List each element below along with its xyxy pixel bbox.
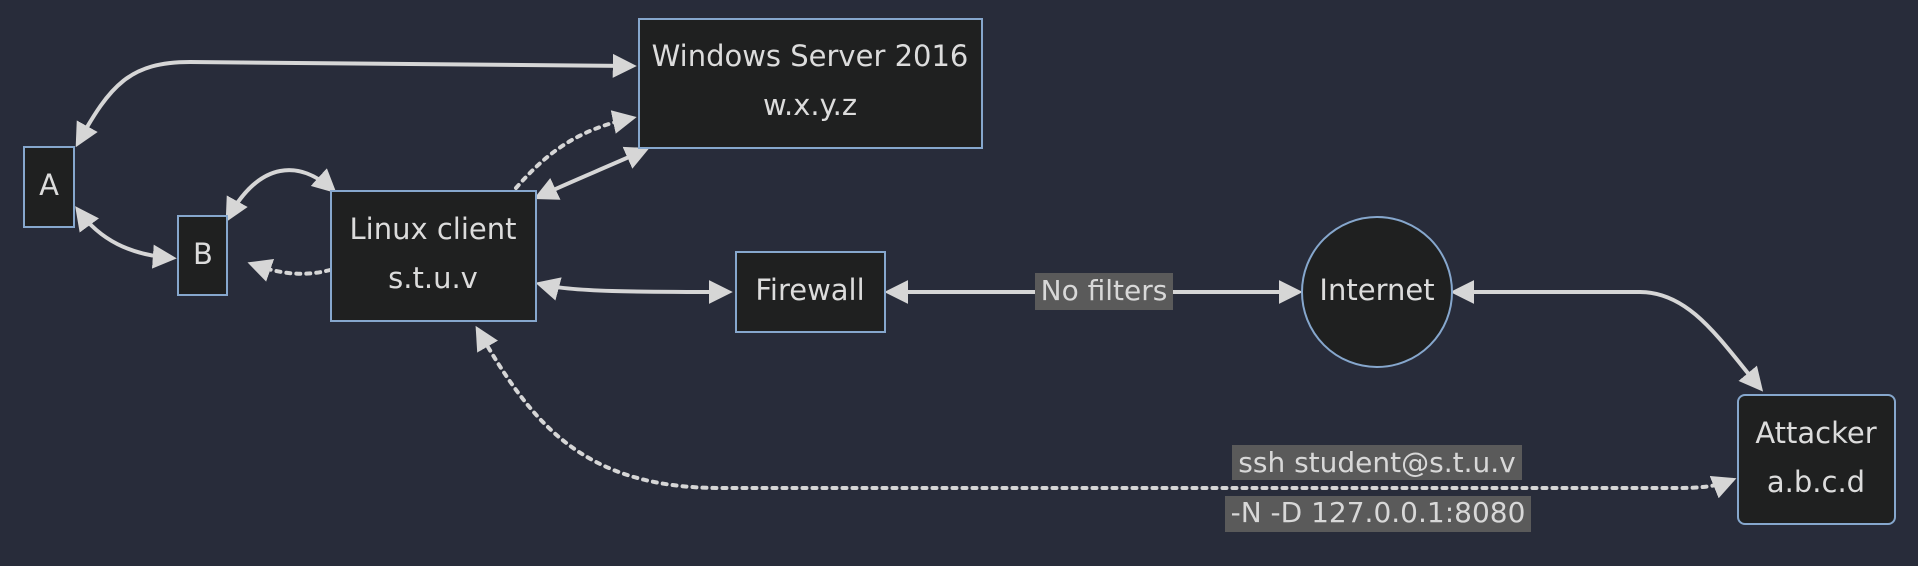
node-b-label: B [193,237,213,271]
node-internet: Internet [1301,216,1453,368]
linux-client-ip: s.t.u.v [388,261,478,295]
edge-linux-client-firewall [535,277,733,304]
windows-server-name: Windows Server 2016 [652,39,969,73]
edge-a-windows-server [75,53,637,148]
edge-label-ssh-tunnel: ssh student@s.t.u.v -N -D 127.0.0.1:8080 [1225,445,1531,532]
linux-client-name: Linux client [349,212,516,246]
internet-label: Internet [1319,273,1434,307]
edge-internet-attacker [1450,280,1764,392]
edge-linux-client-b-dotted [247,258,332,282]
edge-b-linux-client [225,168,337,223]
edge-linux-client-windows-server-dotted [514,110,637,190]
node-windows-server: Windows Server 2016 w.x.y.z [638,18,983,149]
attacker-name: Attacker [1755,416,1876,450]
ssh-options-label: -N -D 127.0.0.1:8080 [1231,496,1526,529]
no-filters-label: No filters [1041,274,1168,307]
attacker-ip: a.b.c.d [1767,465,1865,499]
node-a: A [23,146,75,228]
ssh-command-label: ssh student@s.t.u.v [1238,446,1515,479]
edge-ssh-tunnel [475,325,1737,499]
node-a-label: A [39,168,59,202]
windows-server-ip: w.x.y.z [763,88,857,122]
node-linux-client: Linux client s.t.u.v [330,190,537,322]
edge-label-no-filters: No filters [1035,273,1173,310]
node-firewall: Firewall [735,251,886,333]
firewall-label: Firewall [755,273,864,307]
edge-a-b [75,206,177,269]
node-attacker: Attacker a.b.c.d [1737,394,1896,525]
edge-windows-server-linux-client [533,146,650,200]
node-b: B [177,215,228,296]
